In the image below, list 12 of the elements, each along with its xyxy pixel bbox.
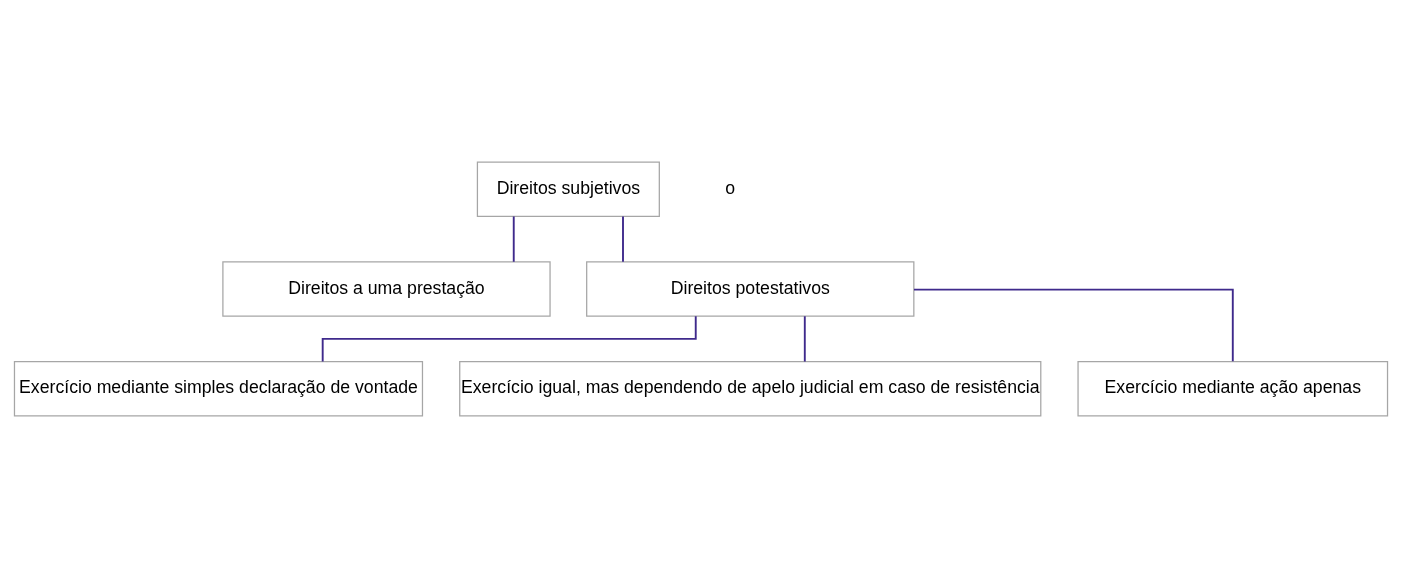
node-box: Direitos potestativos <box>586 261 915 317</box>
connector <box>622 215 624 263</box>
connector <box>321 315 697 363</box>
connector <box>913 288 1234 363</box>
node-box: Direitos a uma prestação <box>222 261 551 317</box>
connector <box>803 315 806 363</box>
label: o <box>725 177 735 198</box>
node-box: Exercício mediante simples declaração de vontade <box>13 361 424 417</box>
node-box: Exercício igual, mas dependendo de apelo judicial em caso de resistência <box>459 361 1042 417</box>
node-box: Direitos subjetivos <box>476 161 660 217</box>
node-box: Exercício mediante ação apenas <box>1077 361 1389 417</box>
connector <box>512 215 515 263</box>
